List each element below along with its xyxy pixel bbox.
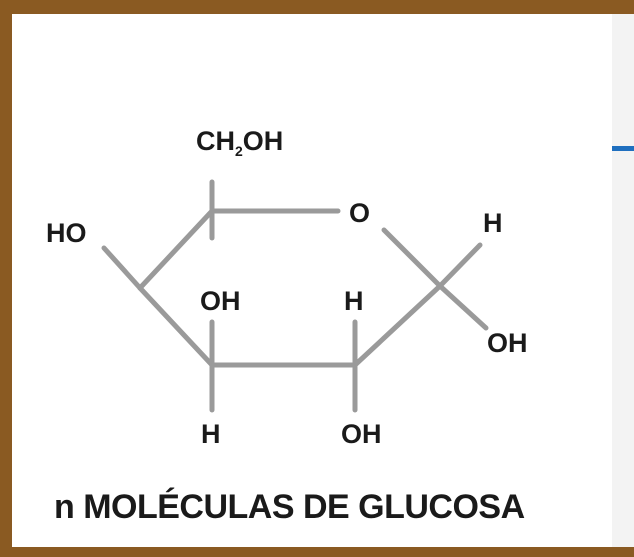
- label-right-h: H: [483, 208, 503, 238]
- bond-c3-c4: [137, 285, 215, 368]
- bond-o-c1: [381, 227, 443, 289]
- label-ring-oxygen: O: [349, 198, 370, 228]
- bond-c1-h: [437, 242, 483, 289]
- label-right-oh: OH: [487, 328, 528, 358]
- label-ch2oh: CH2OH: [196, 126, 283, 159]
- bond-c4-ho: [101, 245, 143, 291]
- diagram-caption: n MOLÉCULAS DE GLUCOSA: [54, 488, 525, 526]
- bond-lines: [101, 179, 489, 413]
- bond-c4-c5: [137, 208, 215, 291]
- label-bottom-oh: OH: [341, 419, 382, 449]
- label-inner-h: H: [344, 286, 364, 316]
- label-inner-oh: OH: [200, 286, 241, 316]
- bond-c1-c2: [352, 283, 443, 368]
- label-bottom-h: H: [201, 419, 221, 449]
- bond-c1-oh: [437, 283, 489, 331]
- label-left-ho: HO: [46, 218, 87, 248]
- accent-line: [612, 146, 634, 151]
